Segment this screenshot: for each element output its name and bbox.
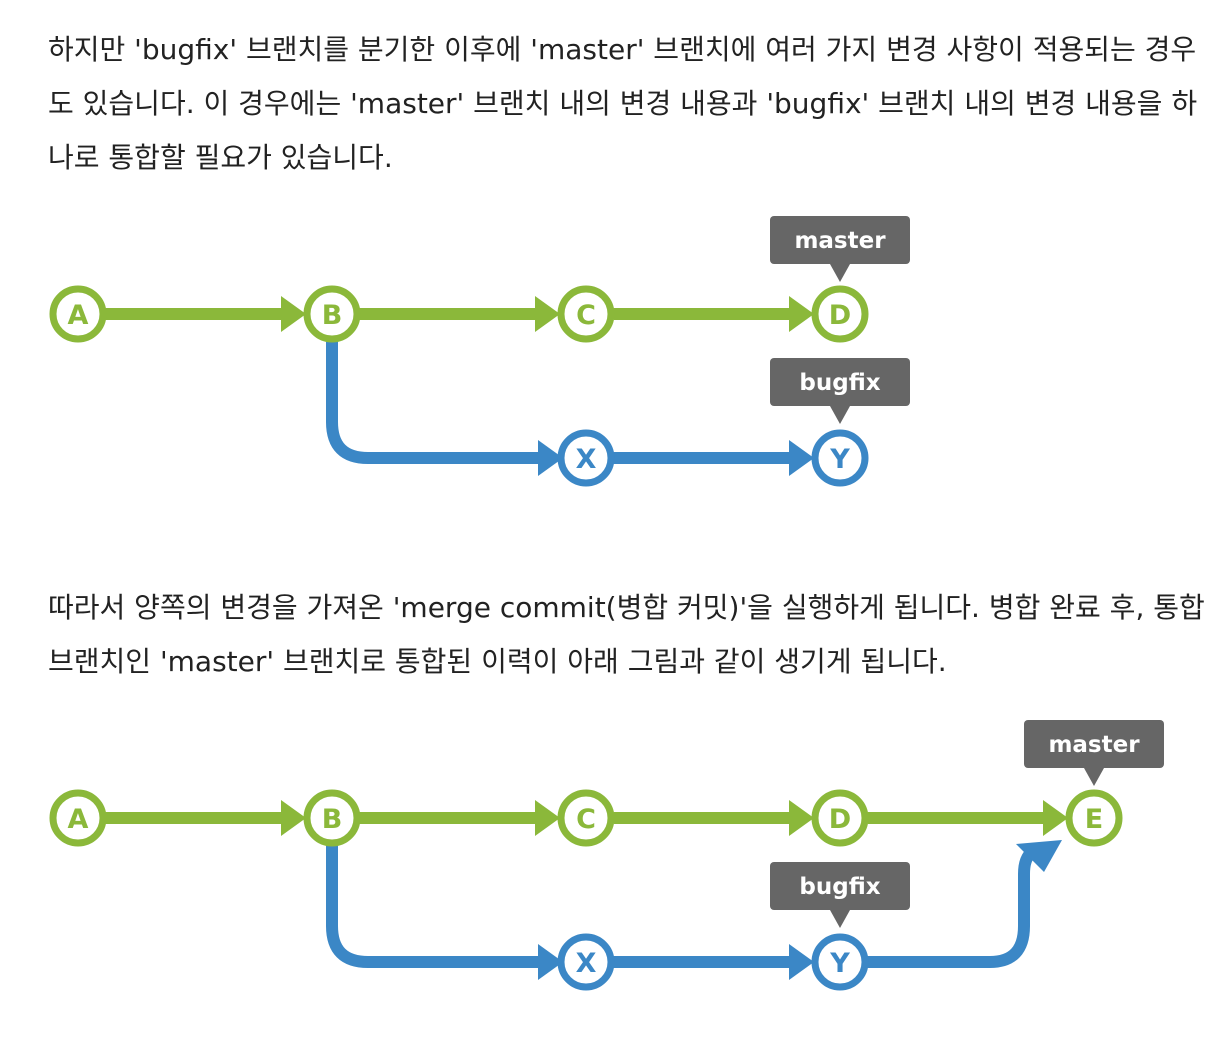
bugfix-branch-label: bugfix xyxy=(770,358,910,424)
commit-a: A xyxy=(49,285,107,343)
branch-diagram-after-merge: A B C D E X Y master bugfix xyxy=(49,720,1164,991)
commit-b: B xyxy=(303,789,361,847)
svg-text:Y: Y xyxy=(829,948,850,979)
svg-text:bugfix: bugfix xyxy=(799,370,880,396)
svg-text:D: D xyxy=(829,300,851,331)
branch-diagram-before-merge: A B C D X Y master bugfix xyxy=(49,216,910,487)
commit-c: C xyxy=(557,789,615,847)
svg-text:X: X xyxy=(576,444,597,475)
svg-text:C: C xyxy=(576,804,596,835)
commit-y: Y xyxy=(811,933,869,991)
svg-text:B: B xyxy=(322,300,343,331)
svg-text:D: D xyxy=(829,804,851,835)
commit-x: X xyxy=(557,429,615,487)
svg-text:A: A xyxy=(68,300,89,331)
svg-text:X: X xyxy=(576,948,597,979)
svg-text:A: A xyxy=(68,804,89,835)
commit-e: E xyxy=(1065,789,1123,847)
bugfix-branch-label: bugfix xyxy=(770,862,910,928)
commit-y: Y xyxy=(811,429,869,487)
svg-text:master: master xyxy=(794,228,886,254)
merge-paragraph: 따라서 양쪽의 변경을 가져온 'merge commit(병합 커밋)'을 실… xyxy=(48,591,1205,678)
commit-a: A xyxy=(49,789,107,847)
svg-text:B: B xyxy=(322,804,343,835)
master-branch-label: master xyxy=(1024,720,1164,786)
svg-text:E: E xyxy=(1085,804,1103,835)
svg-text:bugfix: bugfix xyxy=(799,874,880,900)
commit-d: D xyxy=(811,789,869,847)
svg-text:C: C xyxy=(576,300,596,331)
svg-text:Y: Y xyxy=(829,444,850,475)
commit-d: D xyxy=(811,285,869,343)
commit-c: C xyxy=(557,285,615,343)
svg-text:master: master xyxy=(1048,732,1140,758)
commit-x: X xyxy=(557,933,615,991)
master-branch-label: master xyxy=(770,216,910,282)
intro-paragraph: 하지만 'bugfix' 브랜치를 분기한 이후에 'master' 브랜치에 … xyxy=(48,33,1198,174)
commit-b: B xyxy=(303,285,361,343)
